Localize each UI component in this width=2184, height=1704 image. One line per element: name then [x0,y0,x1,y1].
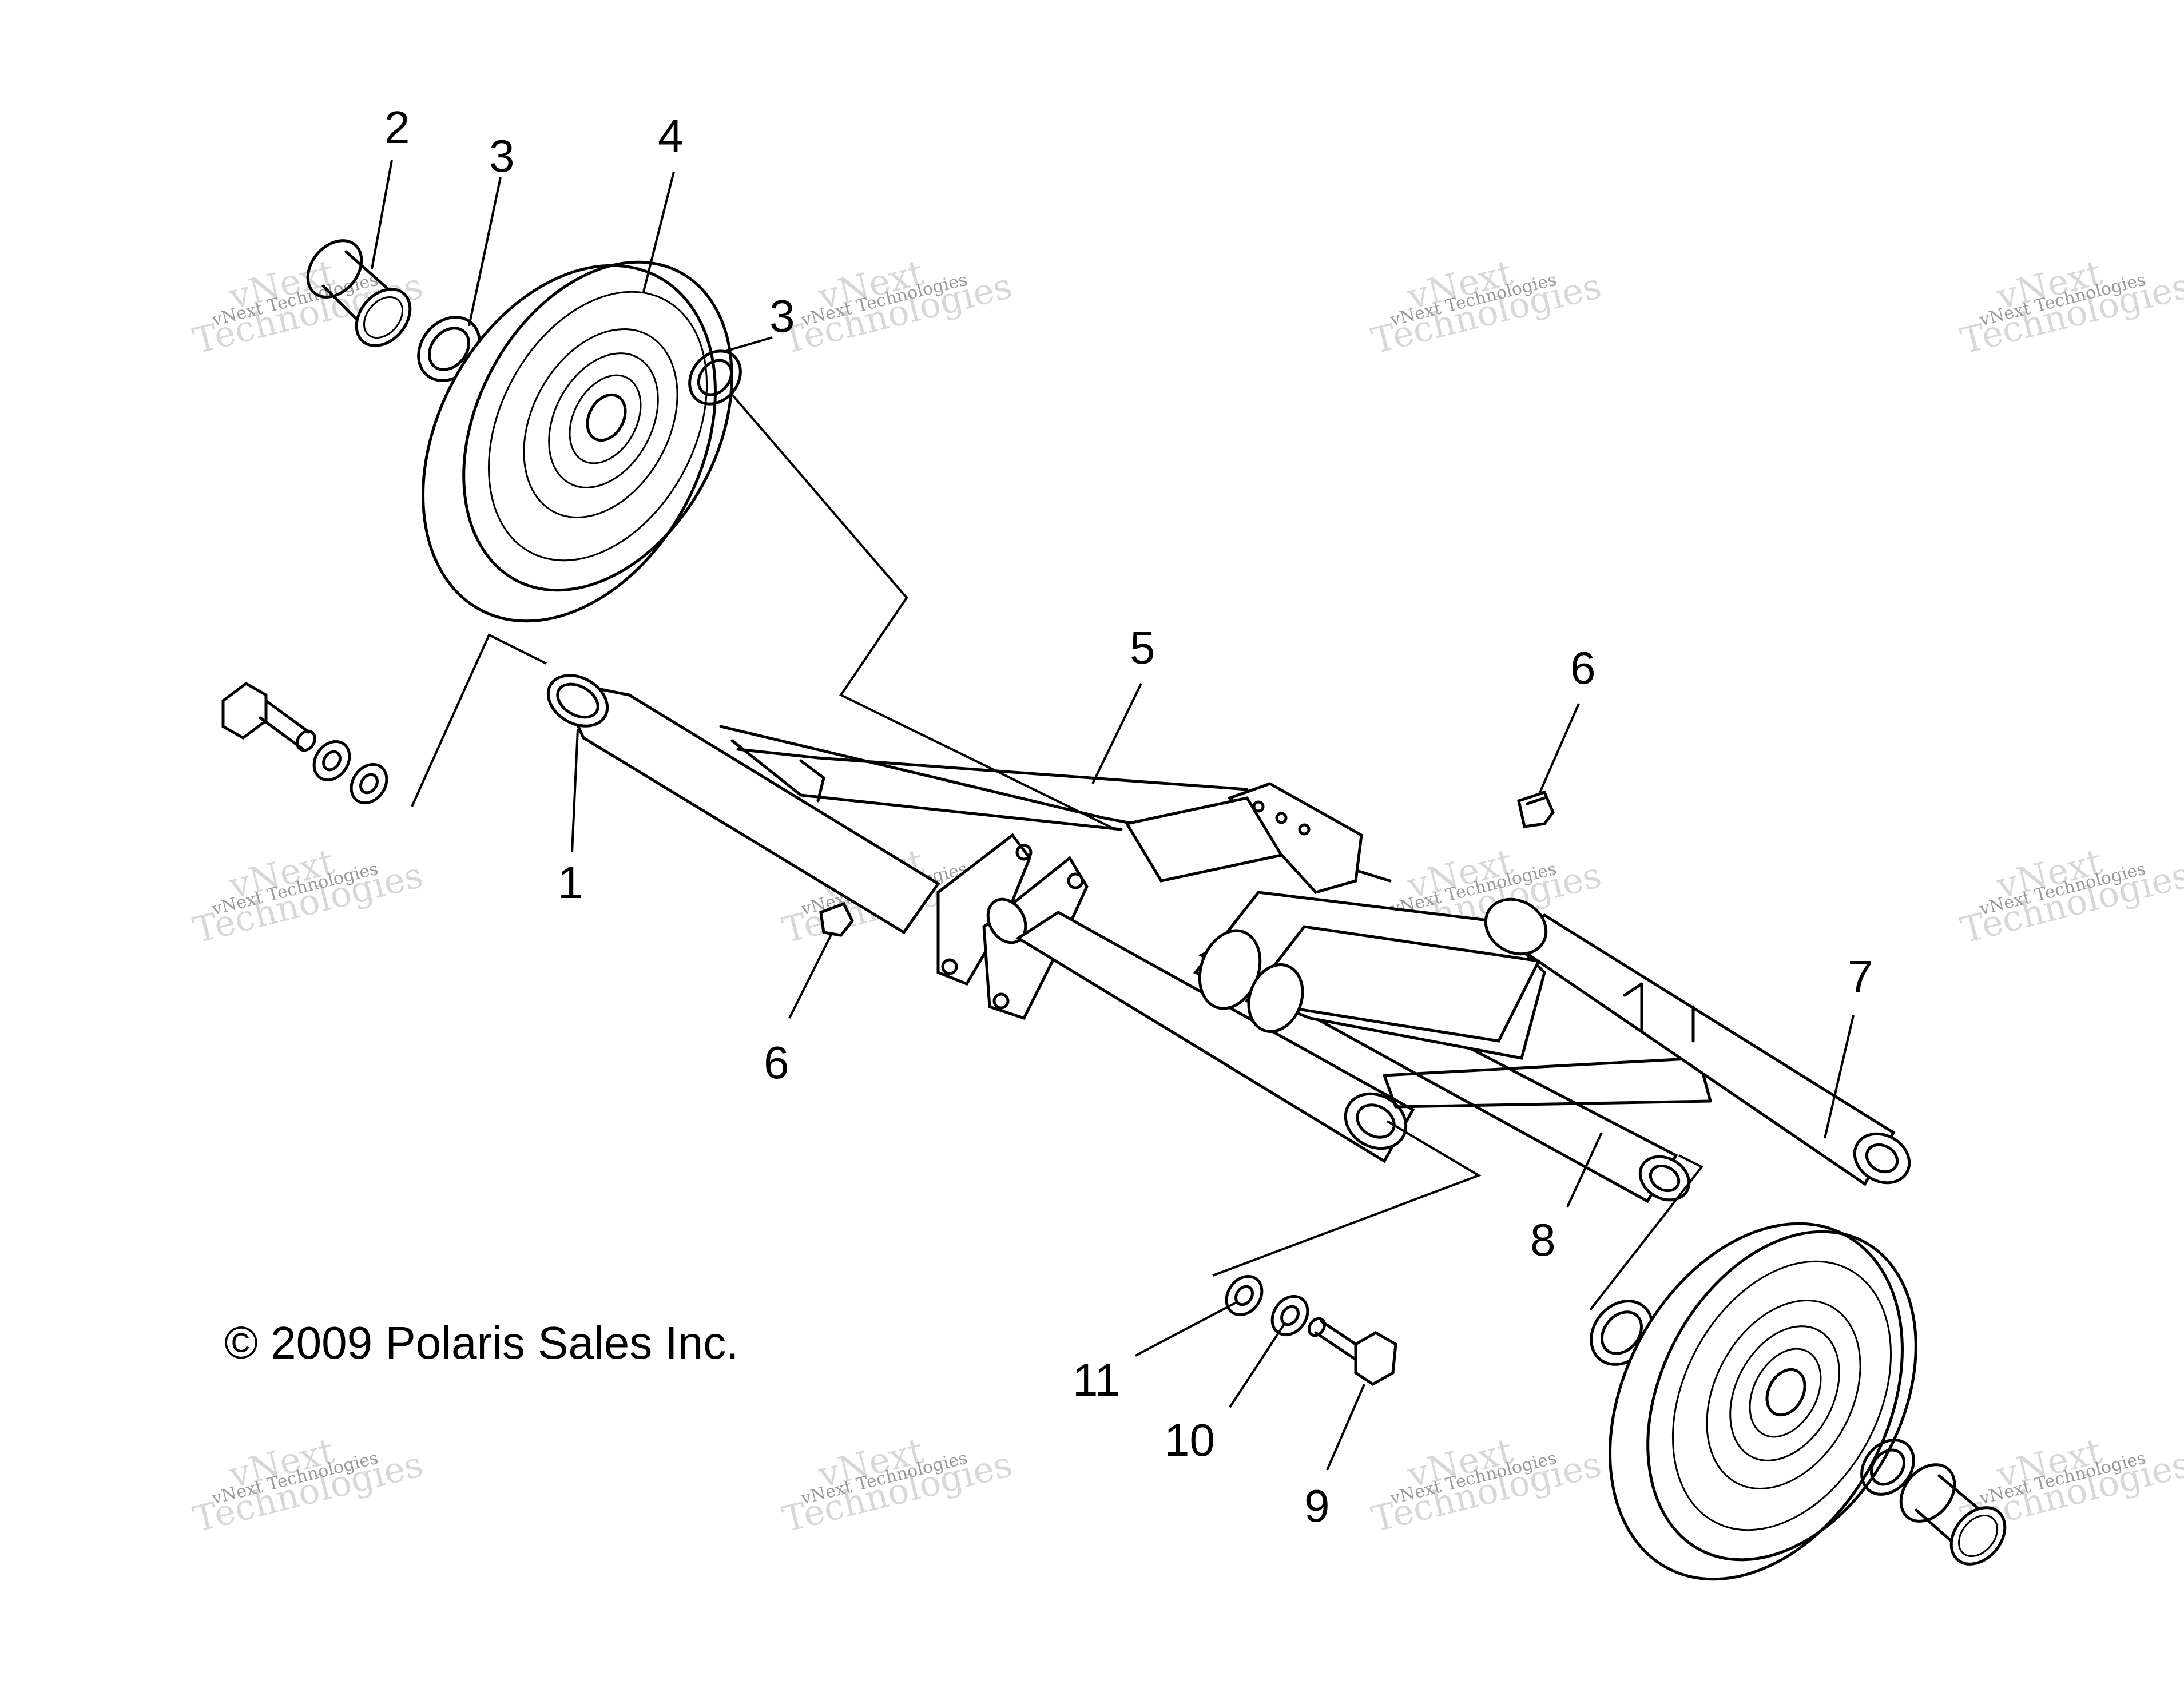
spacer-sleeve-upper [306,239,412,347]
callout-9: 9 [1304,1480,1330,1531]
callout-8: 8 [1530,1214,1556,1265]
callout-2: 2 [384,102,410,153]
washer-upper-right [688,349,742,406]
copyright-notice: © 2009 Polaris Sales Inc. [224,1317,738,1368]
idler-wheel-lower [1609,1222,1917,1581]
bolt-left [221,682,316,752]
watermark: vNext Technologies vNext Technologies [1367,1429,1605,1540]
callout-4: 4 [658,110,684,161]
callout-5: 5 [1130,622,1155,673]
callout-6-upper: 6 [1570,642,1596,693]
watermark: vNext Technologies vNext Technologies [1367,251,1605,362]
watermark: vNext Technologies vNext Technologies [189,840,427,951]
callout-11: 11 [1073,1355,1120,1405]
spacer-sleeve-lower [1899,1463,2007,1566]
washer-left-inner [312,740,351,782]
callout-3-upper-left: 3 [489,130,515,181]
washer-lower-outer [1225,1274,1264,1317]
washer-lower-inner [1270,1294,1309,1337]
washer-lower-right-of-wheel [1860,1439,1915,1496]
callout-3-upper-right: 3 [769,291,795,341]
rear-cross-shaft [1484,897,1911,1186]
assembly-lines [411,394,1704,1311]
rail-frame [719,725,1392,894]
watermark: vNext Technologies vNext Technologies [778,251,1016,362]
callout-10: 10 [1164,1415,1215,1465]
callout-1: 1 [558,857,583,908]
grease-fitting-lower [819,901,854,937]
pivot-arms [1193,891,1712,1109]
watermark: vNext Technologies vNext Technologies [1956,251,2184,362]
front-cross-shaft [546,674,940,935]
callout-labels: 2 3 4 3 5 1 6 6 7 8 9 10 11 [384,102,1873,1531]
watermark: vNext Technologies vNext Technologies [189,1429,427,1540]
watermark: vNext Technologies vNext Technologies [1956,840,2184,951]
washer-left-outer [350,762,388,805]
callout-leaders [371,160,1855,1471]
callout-7: 7 [1848,951,1873,1002]
bolt-lower [1308,1317,1397,1386]
grease-fitting-upper [1517,790,1555,828]
callout-6-lower: 6 [764,1037,789,1088]
watermark: vNext Technologies vNext Technologies [778,1429,1016,1540]
idler-wheel-upper [422,260,733,623]
